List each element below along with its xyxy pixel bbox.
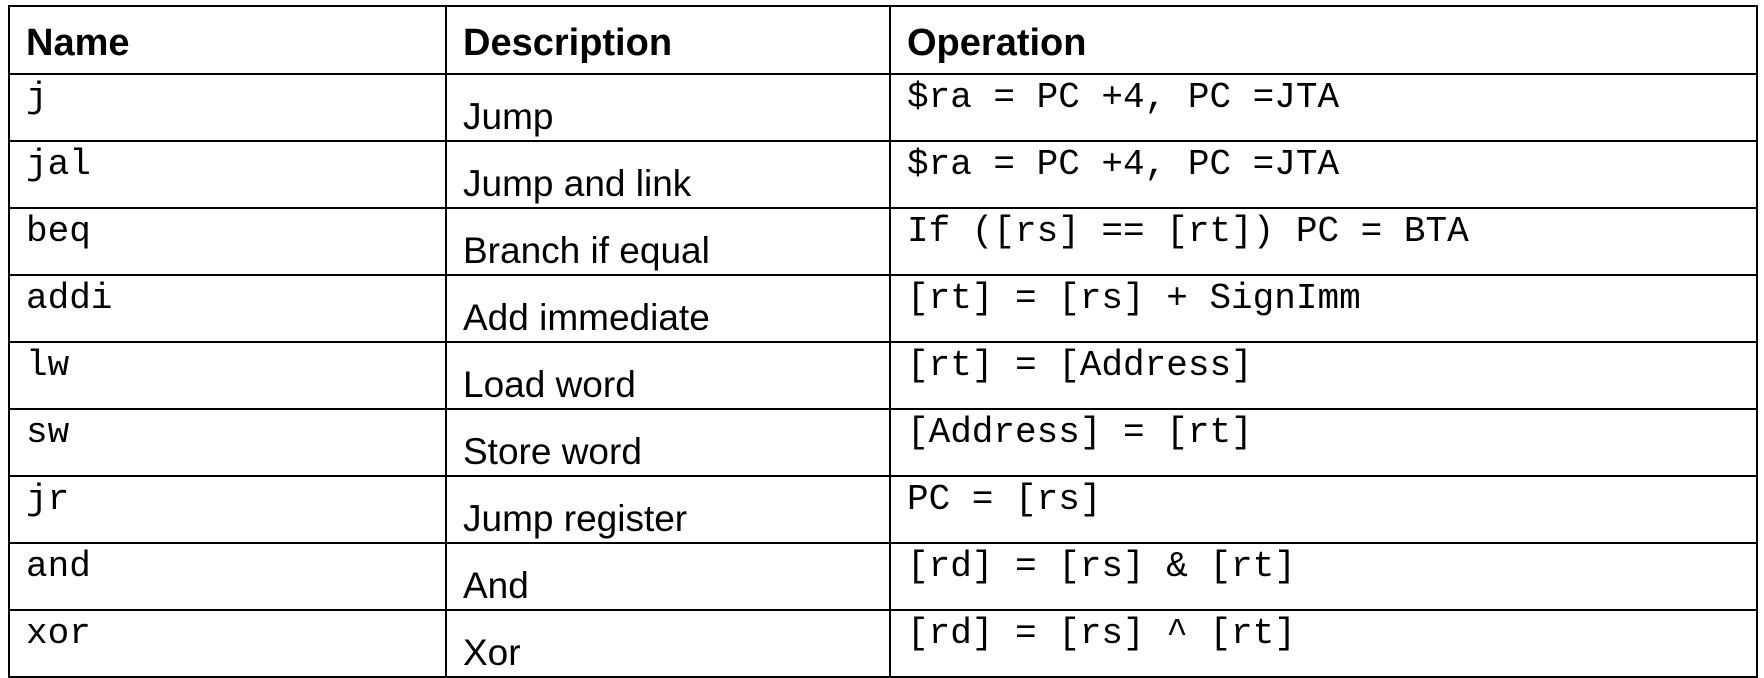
instruction-name: jal (8, 140, 447, 209)
instruction-operation: [rt] = [rs] + SignImm (889, 274, 1758, 343)
table-row: lw Load word [rt] = [Address] (8, 341, 1758, 410)
instruction-operation: PC = [rs] (889, 475, 1758, 544)
instruction-operation: [Address] = [rt] (889, 408, 1758, 477)
instruction-operation: [rd] = [rs] ^ [rt] (889, 609, 1758, 678)
instruction-name: beq (8, 207, 447, 276)
instruction-description: Add immediate (445, 274, 891, 343)
table-row: beq Branch if equal If ([rs] == [rt]) PC… (8, 207, 1758, 276)
header-name: Name (8, 5, 447, 75)
instruction-operation: [rt] = [Address] (889, 341, 1758, 410)
instruction-description: Jump register (445, 475, 891, 544)
instruction-table: Name Description Operation j Jump $ra = … (8, 5, 1758, 678)
instruction-operation: If ([rs] == [rt]) PC = BTA (889, 207, 1758, 276)
instruction-description: Xor (445, 609, 891, 678)
table-row: sw Store word [Address] = [rt] (8, 408, 1758, 477)
table-row: jal Jump and link $ra = PC +4, PC =JTA (8, 140, 1758, 209)
header-operation: Operation (889, 5, 1758, 75)
instruction-name: sw (8, 408, 447, 477)
instruction-description: Jump (445, 73, 891, 142)
instruction-description: Jump and link (445, 140, 891, 209)
instruction-name: jr (8, 475, 447, 544)
table-header-row: Name Description Operation (8, 5, 1758, 75)
table-row: jr Jump register PC = [rs] (8, 475, 1758, 544)
table-row: xor Xor [rd] = [rs] ^ [rt] (8, 609, 1758, 678)
instruction-description: Branch if equal (445, 207, 891, 276)
instruction-name: and (8, 542, 447, 611)
table-row: addi Add immediate [rt] = [rs] + SignImm (8, 274, 1758, 343)
instruction-description: Load word (445, 341, 891, 410)
instruction-operation: $ra = PC +4, PC =JTA (889, 73, 1758, 142)
instruction-description: Store word (445, 408, 891, 477)
instruction-description: And (445, 542, 891, 611)
table-row: j Jump $ra = PC +4, PC =JTA (8, 73, 1758, 142)
instruction-operation: $ra = PC +4, PC =JTA (889, 140, 1758, 209)
instruction-name: addi (8, 274, 447, 343)
instruction-name: j (8, 73, 447, 142)
instruction-name: lw (8, 341, 447, 410)
instruction-name: xor (8, 609, 447, 678)
header-description: Description (445, 5, 891, 75)
table-row: and And [rd] = [rs] & [rt] (8, 542, 1758, 611)
instruction-operation: [rd] = [rs] & [rt] (889, 542, 1758, 611)
